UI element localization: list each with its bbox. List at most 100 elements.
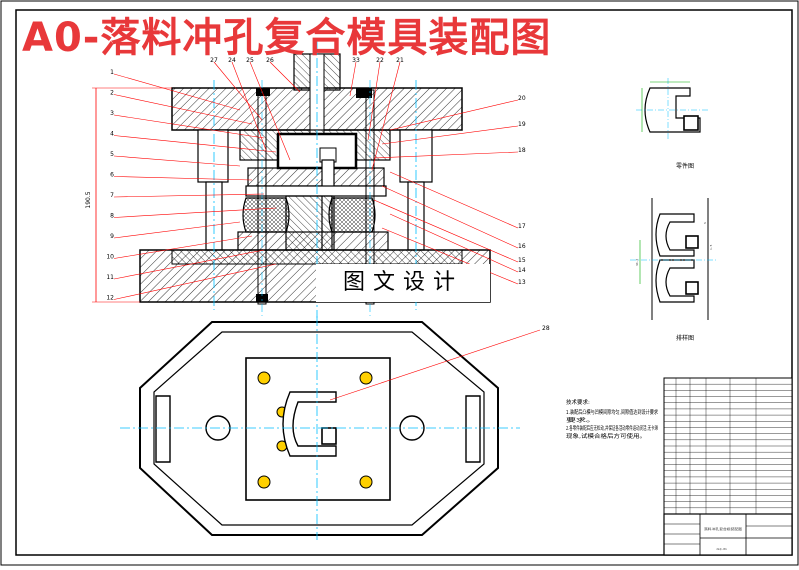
left-callout-2: 2 [110, 90, 114, 97]
inner-border [15, 9, 793, 556]
strip-dim-small-label: 2 [704, 221, 706, 225]
left-callout-8: 8 [110, 213, 114, 220]
left-callout-5: 5 [110, 151, 114, 158]
right-callout-15-leader [373, 199, 519, 263]
right-callout-17: 17 [518, 223, 526, 230]
right-callout-17-leader [389, 171, 519, 229]
top-callout-26-leader [269, 61, 301, 93]
left-callout-11: 11 [106, 274, 114, 281]
left-callout-2-leader [113, 94, 253, 125]
top-callout-24-leader [231, 61, 267, 151]
strip-dim-pitch-label: 34.2 [635, 259, 639, 266]
left-callout-5-leader [113, 155, 241, 167]
nut-top [356, 88, 372, 98]
punch-hole-plan [321, 427, 337, 445]
drawing-name: 落料冲孔复合模装配图 [704, 526, 742, 531]
left-callout-1: 1 [110, 69, 114, 76]
screw-head [257, 371, 271, 385]
left-callout-10-leader [113, 235, 253, 259]
left-callout-12-leader [113, 263, 277, 300]
screw-head [359, 475, 373, 489]
top-callout-25-leader [249, 61, 291, 161]
right-callout-13: 13 [518, 279, 526, 286]
top-callout-33-leader [349, 61, 357, 97]
guide-bushing-left [197, 129, 229, 183]
strip-layout: 34.2 2 1.5 排样图 [630, 198, 718, 342]
screw-head [359, 371, 373, 385]
nut-top-left [256, 88, 270, 96]
left-callout-9-leader [113, 221, 241, 239]
left-callout-8-leader [113, 207, 277, 218]
dimension-height-label: 190.5 [85, 191, 92, 208]
strip-hole-1 [685, 235, 699, 249]
top-callout-22: 22 [376, 57, 384, 64]
right-callout-19: 19 [518, 121, 526, 128]
callout-line-28 [329, 329, 541, 401]
watermark: 图文设计 [316, 264, 490, 302]
left-callout-4-leader [113, 135, 277, 153]
tech-line-1: 1.装配后凸模与凹模间隙均匀,间隙值达到设计要求 [566, 408, 658, 416]
slot-left [155, 395, 171, 463]
left-callout-3-leader [113, 114, 265, 139]
right-callout-16: 16 [518, 243, 526, 250]
parts-list [663, 377, 793, 515]
screw-head [257, 475, 271, 489]
left-callout-7-leader [113, 193, 265, 198]
plan-outline-inner [153, 331, 485, 526]
rubber-spring-right [328, 197, 376, 233]
strip-dim-width-label: 1.5 [709, 244, 713, 250]
strip-hole-2 [685, 281, 699, 295]
tech-line-4: 现象,试模合格后方可使用。 [566, 432, 646, 440]
tech-title: 技术要求: [566, 398, 590, 406]
left-callout-11-leader [113, 249, 265, 280]
caption-part: 零件图 [676, 162, 694, 170]
plan-view: 28 [120, 316, 550, 540]
right-callout-16-leader [381, 185, 519, 249]
callout-label-28: 28 [542, 325, 550, 332]
part-drawing: 零件图 [636, 78, 708, 170]
drawing-title: A0-落料冲孔复合模具装配图 [22, 15, 552, 61]
screw-heads [257, 371, 373, 489]
top-callout-27: 27 [210, 57, 218, 64]
part-hole [683, 115, 699, 131]
top-callout-21-leader [371, 61, 401, 171]
left-callout-12: 12 [106, 295, 114, 302]
top-callout-25: 25 [246, 57, 254, 64]
stripper-plate [245, 185, 387, 197]
strip-part-2 [655, 259, 695, 303]
right-callout-13-leader [381, 227, 519, 285]
blanking-die [247, 167, 385, 187]
right-callout-20: 20 [518, 95, 526, 102]
top-callout-26: 26 [266, 57, 274, 64]
right-callout-18: 18 [518, 147, 526, 154]
right-callout-15: 15 [518, 257, 526, 264]
top-callout-27-leader [213, 61, 263, 121]
right-callout-19-leader [381, 125, 519, 145]
drawing-number: JLQ-01 [716, 547, 727, 551]
left-callout-3: 3 [110, 110, 114, 117]
right-callout-20-leader [389, 99, 519, 131]
left-callout-10: 10 [106, 254, 114, 261]
tech-line-3: 2.各零件装配后应无松动,并保证各活动零件运动灵活,无卡滞 [566, 424, 658, 432]
tech-line-2: 要求。 [566, 416, 596, 424]
left-callout-6-leader [113, 176, 253, 181]
technical-requirements: 技术要求: 1.装配后凸模与凹模间隙均匀,间隙值达到设计要求 要求。 2.各零件… [566, 398, 658, 440]
left-callout-7: 7 [110, 192, 114, 199]
title-block: 落料冲孔复合模装配图 JLQ-01 [663, 513, 793, 556]
top-callout-21: 21 [396, 57, 404, 64]
left-callout-1-leader [113, 73, 241, 111]
slot-right [465, 395, 481, 463]
left-callout-6: 6 [110, 172, 114, 179]
top-callout-33: 33 [352, 57, 360, 64]
title-block-frame [663, 513, 793, 556]
caption-layout: 排样图 [676, 334, 694, 342]
top-callout-22-leader [367, 61, 381, 141]
left-callout-4: 4 [110, 131, 114, 138]
right-callout-14: 14 [518, 267, 526, 274]
right-callout-18-leader [373, 151, 519, 159]
bolt-head-left [256, 294, 268, 302]
strip-part-1 [655, 213, 695, 257]
right-callout-14-leader [389, 213, 519, 273]
